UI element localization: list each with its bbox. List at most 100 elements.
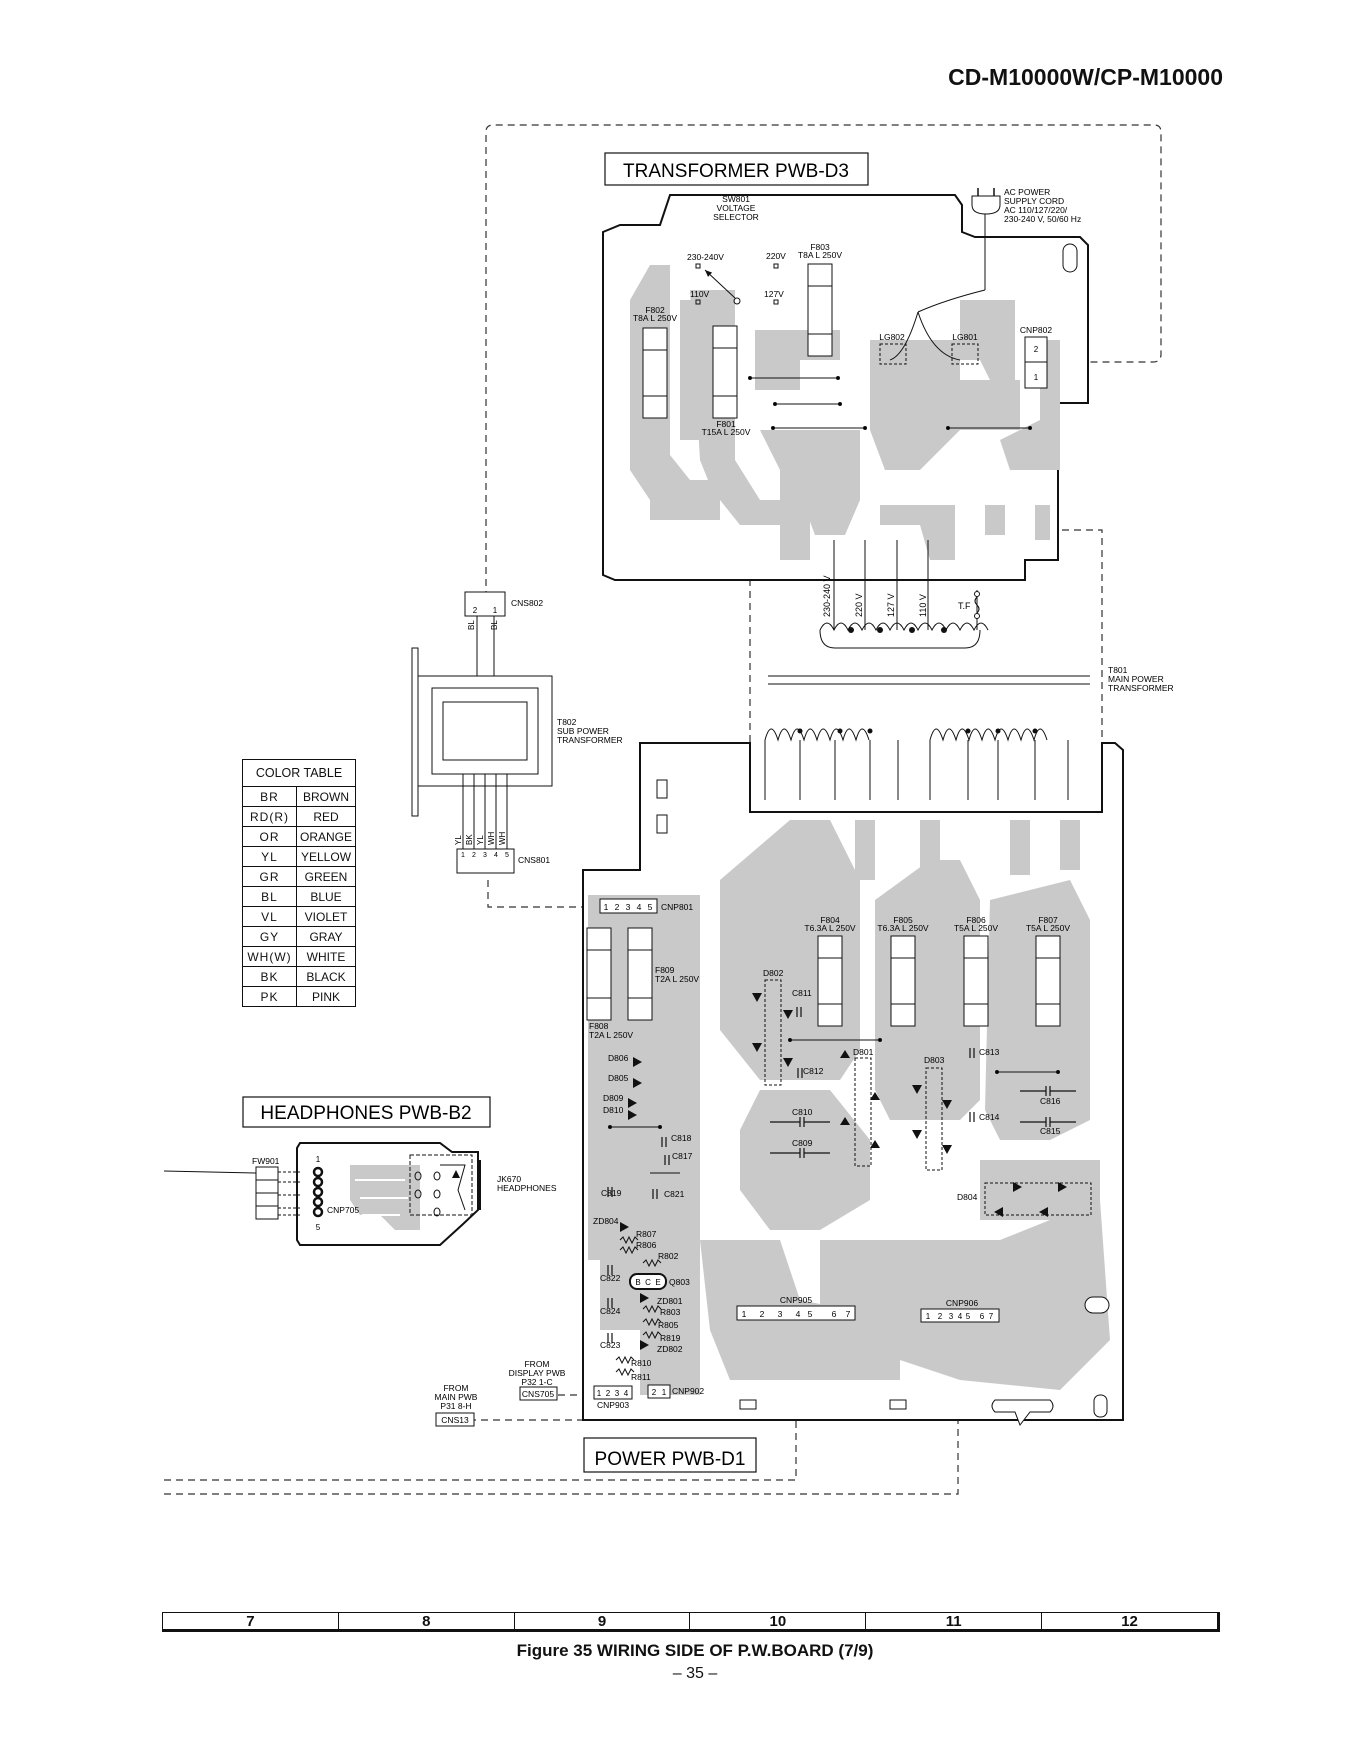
t801-tap-220v: 220 V (854, 593, 864, 617)
diode-bridge-d802[interactable]: D802 C811 C812 (752, 968, 824, 1086)
cnp905-label: CNP905 (780, 1295, 812, 1305)
f808-label: F808 (589, 1021, 609, 1031)
fuse-f805[interactable]: F805 T6.3A L 250V (877, 915, 929, 1027)
color-code: BL (242, 886, 297, 907)
left-diodes[interactable]: D806 D805 D809 D810 (603, 1053, 642, 1120)
color-code: WH(W) (242, 946, 297, 967)
cnp903-pin-2: 2 (606, 1389, 611, 1398)
figure-caption: Figure 35 WIRING SIDE OF P.W.BOARD (7/9) (516, 1641, 874, 1660)
from-display-label-1: FROM (524, 1359, 549, 1369)
c812-label: C812 (803, 1066, 824, 1076)
diode-bridge-d803[interactable]: D803 (912, 1055, 952, 1171)
cns801-pin-4: 4 (494, 852, 498, 859)
f805-rating: T6.3A L 250V (877, 923, 929, 933)
cnp905-pin-1: 1 (742, 1309, 747, 1319)
cnp905-pin-3: 3 (778, 1309, 783, 1319)
f803-label: F803 (810, 242, 830, 252)
cnp905-pin-7: 7 (846, 1309, 851, 1319)
color-name: RED (295, 806, 357, 827)
connector-cnp903[interactable]: 1 2 3 4 CNP903 (593, 1385, 633, 1410)
cnp905-pin-6: 6 (832, 1309, 837, 1319)
ac-cord-label-2: SUPPLY CORD (1004, 196, 1064, 206)
color-table-row: RD(R)RED (242, 806, 357, 827)
cnp902-pin-1: 1 (662, 1388, 667, 1397)
cnp906-pin-1: 1 (926, 1312, 931, 1321)
f808-rating: T2A L 250V (589, 1030, 633, 1040)
fuse-f803[interactable]: F803 T8A L 250V (798, 242, 842, 357)
from-display-label-3: P32 1-C (521, 1377, 552, 1387)
cns801-label: CNS801 (518, 855, 550, 865)
thermal-fuse-label: T.F (958, 601, 971, 611)
main-transformer-t801[interactable]: 230-240 V 220 V 127 V 110 V T.F T801 MAI… (764, 540, 1174, 800)
t801-label-3: TRANSFORMER (1108, 683, 1174, 693)
r805-label: R805 (658, 1320, 679, 1330)
sw801-label-2: VOLTAGE (717, 203, 756, 213)
r810-label: R810 (631, 1358, 652, 1368)
transformer-jumpers (748, 376, 1032, 430)
fuse-f804[interactable]: F804 T6.3A L 250V (804, 915, 856, 1027)
d810-label: D810 (603, 1105, 624, 1115)
c817-label: C817 (672, 1151, 693, 1161)
sub-transformer-t802[interactable]: 2 1 CNS802 BL BL T802 SUB POWER TRANSFOR… (411, 591, 623, 874)
transistor-q803[interactable]: B C E Q803 (629, 1273, 690, 1290)
color-code: GY (242, 926, 297, 947)
cnp903-label: CNP903 (597, 1400, 629, 1410)
from-main-label-3: P31 8-H (440, 1401, 471, 1411)
f806-label: F806 (966, 915, 986, 925)
fuse-f806[interactable]: F806 T5A L 250V (954, 915, 998, 1027)
fuse-f807[interactable]: F807 T5A L 250V (1026, 915, 1070, 1027)
diode-bridge-d801[interactable]: D801 (840, 1047, 880, 1167)
color-table-row: WH(W)WHITE (242, 946, 357, 967)
sw801-230-240v: 230-240V (687, 252, 724, 262)
cnp705-label: CNP705 (327, 1205, 359, 1215)
connector-cns705[interactable]: CNS705 (519, 1386, 558, 1401)
ac-plug-icon (971, 188, 1001, 215)
cnp905-pin-4: 4 (796, 1309, 801, 1319)
color-name: BLACK (295, 966, 357, 987)
r806-label: R806 (636, 1240, 657, 1250)
diode-bridge-d804[interactable]: D804 (957, 1182, 1092, 1217)
d805-label: D805 (608, 1073, 629, 1083)
d809-label: D809 (603, 1093, 624, 1103)
color-code: BK (242, 966, 297, 987)
connector-cnp906[interactable]: CNP906 1 2 3 4 5 6 7 (920, 1298, 1000, 1323)
capacitors (770, 1007, 1076, 1158)
line-filter-lg802[interactable]: LG802 (879, 332, 907, 365)
fuse-f808[interactable]: F808 T2A L 250V (586, 927, 633, 1040)
cns801-pin-3: 3 (483, 852, 487, 859)
color-name: VIOLET (295, 906, 357, 927)
line-filter-lg801[interactable]: LG801 (951, 332, 979, 365)
sw801-220v: 220V (766, 251, 786, 261)
connector-cns13[interactable]: CNS13 (435, 1412, 475, 1427)
cnp903-pin-3: 3 (615, 1389, 620, 1398)
zd801-label: ZD801 (657, 1296, 683, 1306)
cnp801-pin-4: 4 (637, 902, 642, 912)
connector-cnp905[interactable]: CNP905 1 2 3 4 5 6 7 (736, 1295, 856, 1321)
t801-label-1: T801 (1108, 665, 1128, 675)
cnp801-pin-5: 5 (648, 902, 653, 912)
ac-cord-label-3: AC 110/127/220/ (1004, 205, 1068, 215)
cnp906-pin-4: 4 (958, 1312, 963, 1321)
sw801-voltage-selector[interactable]: SW801 VOLTAGE SELECTOR 230-240V 220V 110… (687, 194, 786, 305)
fuse-f802[interactable]: F802 T8A L 250V (633, 305, 677, 419)
connector-cnp902[interactable]: 2 1 CNP902 (647, 1384, 704, 1399)
connector-fw901[interactable]: FW901 (163, 1156, 280, 1220)
connector-cnp802[interactable]: CNP802 2 1 (1020, 325, 1052, 389)
fuse-f809[interactable]: F809 T2A L 250V (627, 927, 699, 1021)
fw901-label: FW901 (252, 1156, 280, 1166)
fuse-f801[interactable]: F801 T15A L 250V (702, 325, 751, 437)
f807-label: F807 (1038, 915, 1058, 925)
color-code: PK (242, 986, 297, 1007)
cns801-wire-2: BK (465, 834, 474, 845)
c810-label: C810 (792, 1107, 813, 1117)
d806-label: D806 (608, 1053, 629, 1063)
t802-label-2: SUB POWER (557, 726, 609, 736)
from-main-label-2: MAIN PWB (435, 1392, 478, 1402)
connector-cnp801[interactable]: 1 2 3 4 5 CNP801 (599, 898, 693, 914)
headphones-board-title: HEADPHONES PWB-B2 (260, 1103, 471, 1124)
connector-cnp705[interactable] (312, 1166, 324, 1218)
f803-rating: T8A L 250V (798, 250, 842, 260)
